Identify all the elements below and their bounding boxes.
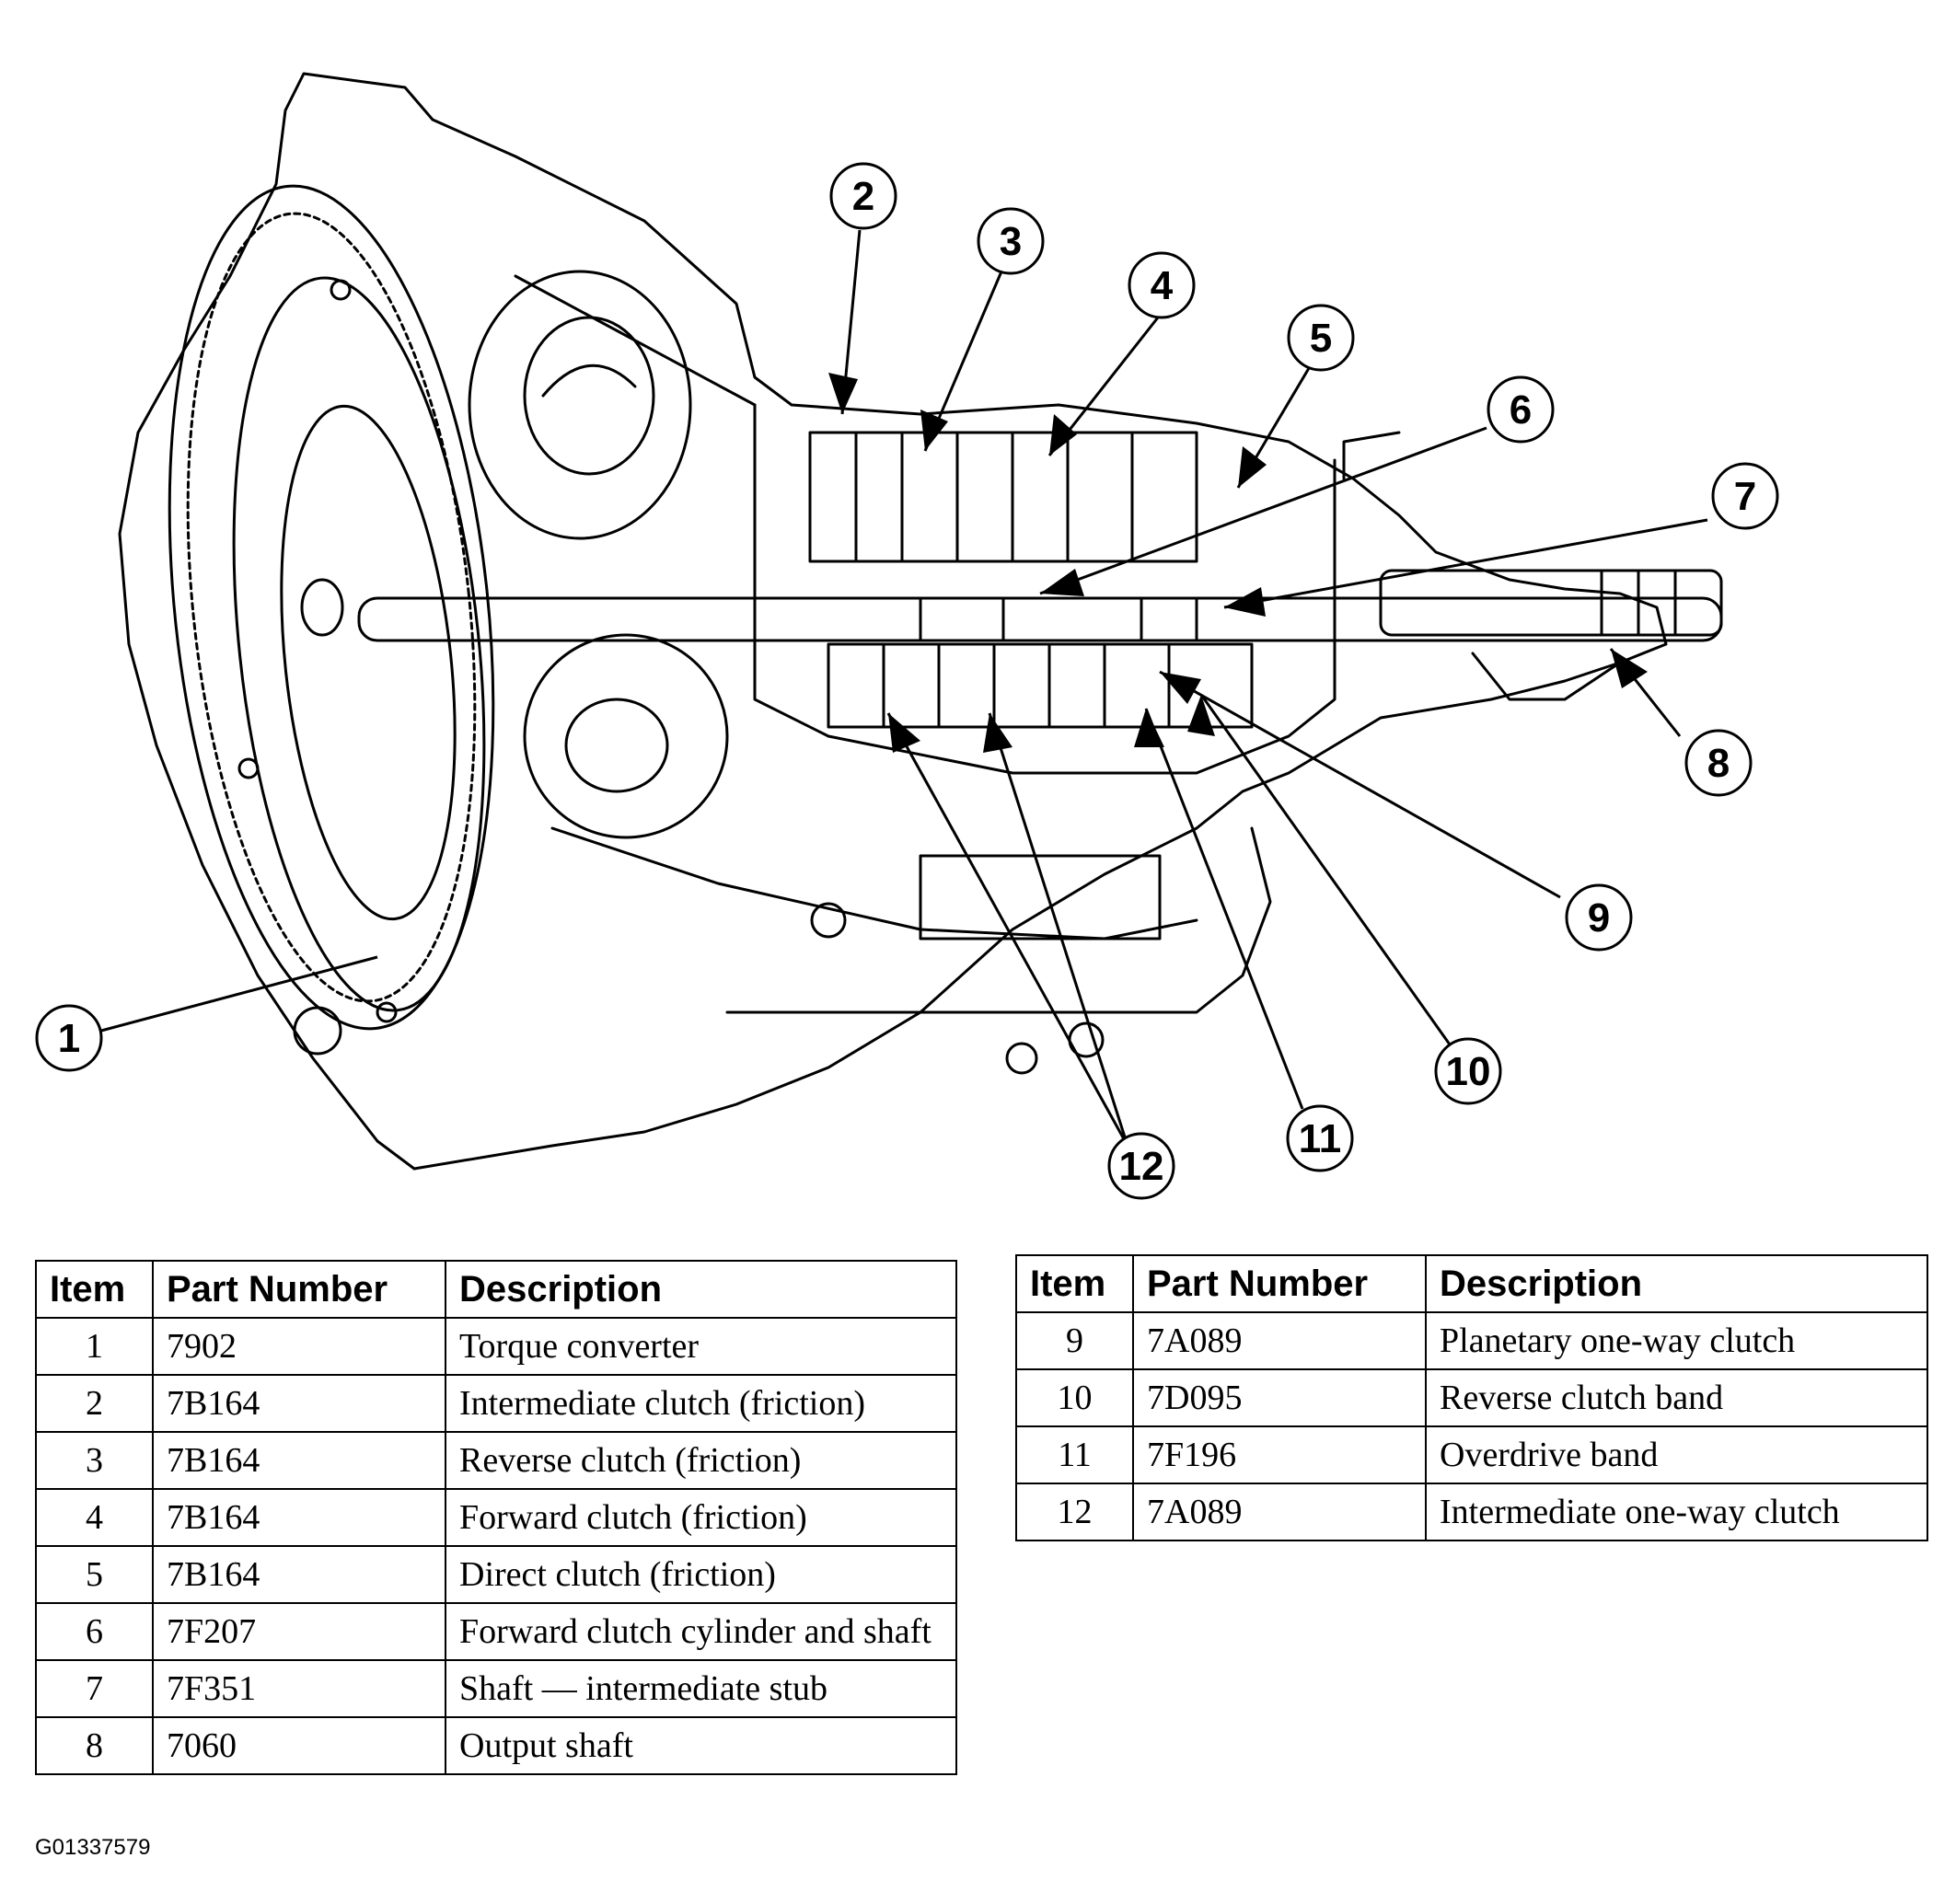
cell-description: Shaft — intermediate stub: [445, 1659, 957, 1718]
cell-part-number: 7B164: [152, 1431, 446, 1490]
cell-description: Direct clutch (friction): [445, 1545, 957, 1604]
header-description: Description: [1425, 1254, 1928, 1313]
cell-part-number: 7A089: [1132, 1311, 1427, 1370]
arrowhead-9: [1160, 672, 1201, 704]
arrowhead-12a: [983, 713, 1012, 753]
table-header-row: Item Part Number Description: [1015, 1254, 1928, 1313]
output-shaft: [1379, 569, 1723, 637]
callout-11: 11: [1299, 1116, 1342, 1161]
cell-description: Forward clutch cylinder and shaft: [445, 1602, 957, 1661]
cell-item: 11: [1015, 1425, 1134, 1484]
header-description: Description: [445, 1260, 957, 1319]
cell-part-number: 7B164: [152, 1545, 446, 1604]
cell-description: Planetary one-way clutch: [1425, 1311, 1928, 1370]
torque-converter: [232, 276, 486, 1012]
cell-description: Intermediate one-way clutch: [1425, 1483, 1928, 1541]
cell-description: Overdrive band: [1425, 1425, 1928, 1484]
cell-item: 8: [35, 1716, 154, 1775]
cell-item: 5: [35, 1545, 154, 1604]
callout-3: 3: [1000, 219, 1022, 264]
cell-item: 10: [1015, 1368, 1134, 1427]
arrowhead-2: [828, 373, 858, 414]
cell-part-number: 7B164: [152, 1488, 446, 1547]
callout-8: 8: [1707, 741, 1730, 786]
cell-part-number: 7060: [152, 1716, 446, 1775]
cell-description: Forward clutch (friction): [445, 1488, 957, 1547]
table-header-row: Item Part Number Description: [35, 1260, 957, 1319]
cell-item: 1: [35, 1317, 154, 1376]
arrowhead-6: [1040, 569, 1084, 596]
header-item: Item: [1015, 1254, 1134, 1313]
callout-12: 12: [1119, 1144, 1164, 1189]
callout-1: 1: [58, 1016, 80, 1061]
cell-part-number: 7902: [152, 1317, 446, 1376]
arrowhead-5: [1238, 446, 1267, 488]
callout-9: 9: [1588, 895, 1610, 940]
flywheel-ring: [168, 184, 495, 1031]
header-part-number: Part Number: [1132, 1254, 1427, 1313]
cell-part-number: 7F351: [152, 1659, 446, 1718]
bell-housing: [118, 72, 1668, 1171]
cell-description: Reverse clutch (friction): [445, 1431, 957, 1490]
header-item: Item: [35, 1260, 154, 1319]
cell-description: Intermediate clutch (friction): [445, 1374, 957, 1433]
cell-item: 2: [35, 1374, 154, 1433]
cell-item: 4: [35, 1488, 154, 1547]
cell-description: Output shaft: [445, 1716, 957, 1775]
cell-item: 12: [1015, 1483, 1134, 1541]
callout-7: 7: [1734, 474, 1756, 519]
callout-2: 2: [852, 174, 874, 219]
arrowhead-10: [1187, 695, 1215, 736]
cell-item: 7: [35, 1659, 154, 1718]
callout-6: 6: [1510, 387, 1532, 433]
cell-item: 3: [35, 1431, 154, 1490]
cell-part-number: 7D095: [1132, 1368, 1427, 1427]
clutch-pack-lower: [827, 642, 1254, 729]
callout-4: 4: [1151, 263, 1174, 308]
cell-part-number: 7A089: [1132, 1483, 1427, 1541]
arrowhead-3: [920, 410, 948, 451]
cell-part-number: 7F207: [152, 1602, 446, 1661]
arrowhead-4: [1049, 414, 1077, 456]
cell-part-number: 7B164: [152, 1374, 446, 1433]
callout-5: 5: [1310, 316, 1332, 361]
arrowhead-11: [1134, 709, 1164, 747]
cell-description: Torque converter: [445, 1317, 957, 1376]
cell-item: 6: [35, 1602, 154, 1661]
cell-description: Reverse clutch band: [1425, 1368, 1928, 1427]
cell-item: 9: [1015, 1311, 1134, 1370]
arrowhead-12b: [888, 713, 920, 753]
header-part-number: Part Number: [152, 1260, 446, 1319]
arrowhead-7: [1224, 587, 1266, 617]
clutch-pack-upper: [808, 431, 1198, 563]
callout-10: 10: [1446, 1049, 1491, 1094]
figure-id: G01337579: [35, 1835, 151, 1860]
transmission-diagram: 1 2 3 4 5 6 7 8 9 10 11 12: [35, 72, 1779, 1200]
cell-part-number: 7F196: [1132, 1425, 1427, 1484]
arrowhead-8: [1611, 649, 1648, 688]
